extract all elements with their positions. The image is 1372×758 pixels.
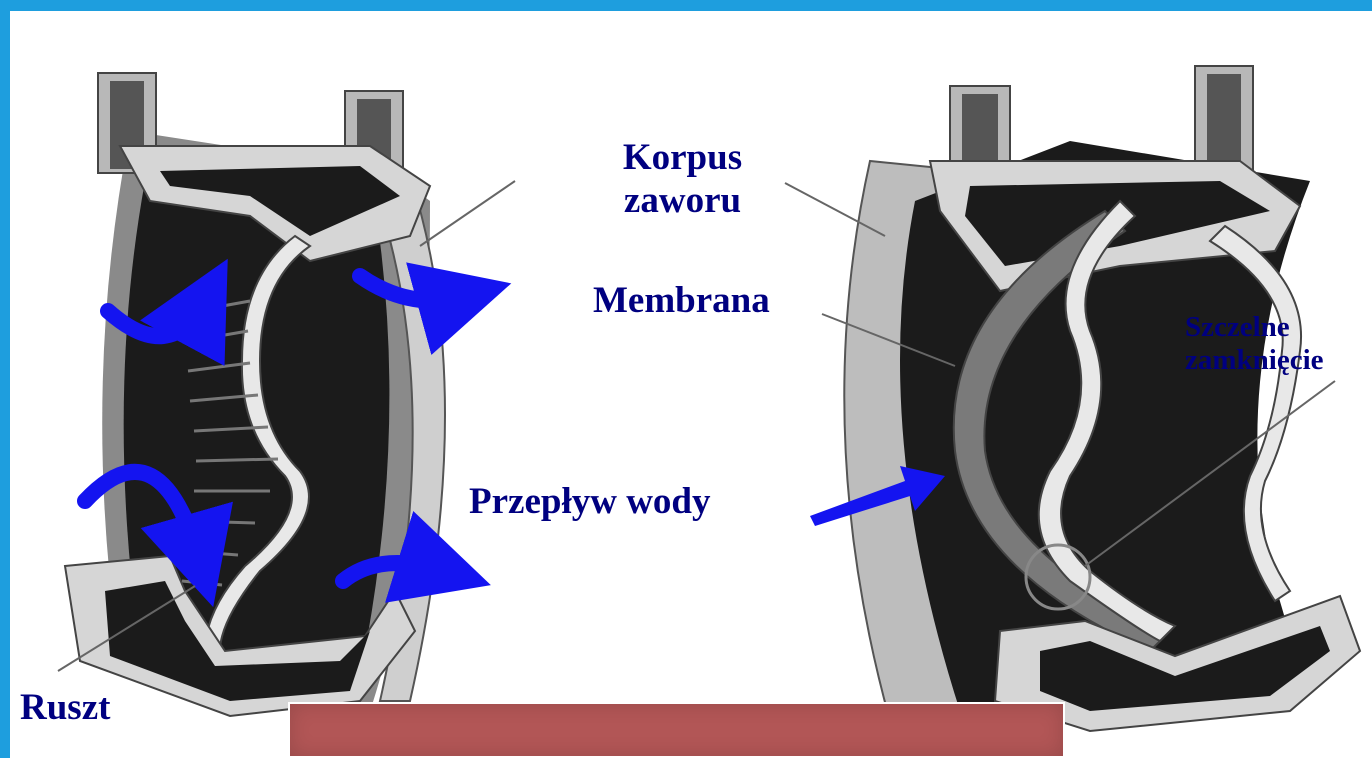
label-membrana: Membrana (593, 280, 770, 323)
right-valve-cutaway (810, 66, 1360, 741)
label-ruszt: Ruszt (20, 687, 110, 730)
label-korpus-zaworu: Korpus zaworu (595, 137, 770, 222)
caption-box (288, 702, 1065, 758)
valve-illustration (10, 11, 1372, 758)
label-szczelne-zamkniecie: Szczelne zamknięcie (1185, 311, 1324, 378)
slide-canvas: Korpus zaworu Membrana Szczelne zamknięc… (10, 11, 1372, 758)
left-valve-cutaway (65, 73, 465, 716)
label-przeplyw-wody: Przepływ wody (469, 481, 711, 524)
